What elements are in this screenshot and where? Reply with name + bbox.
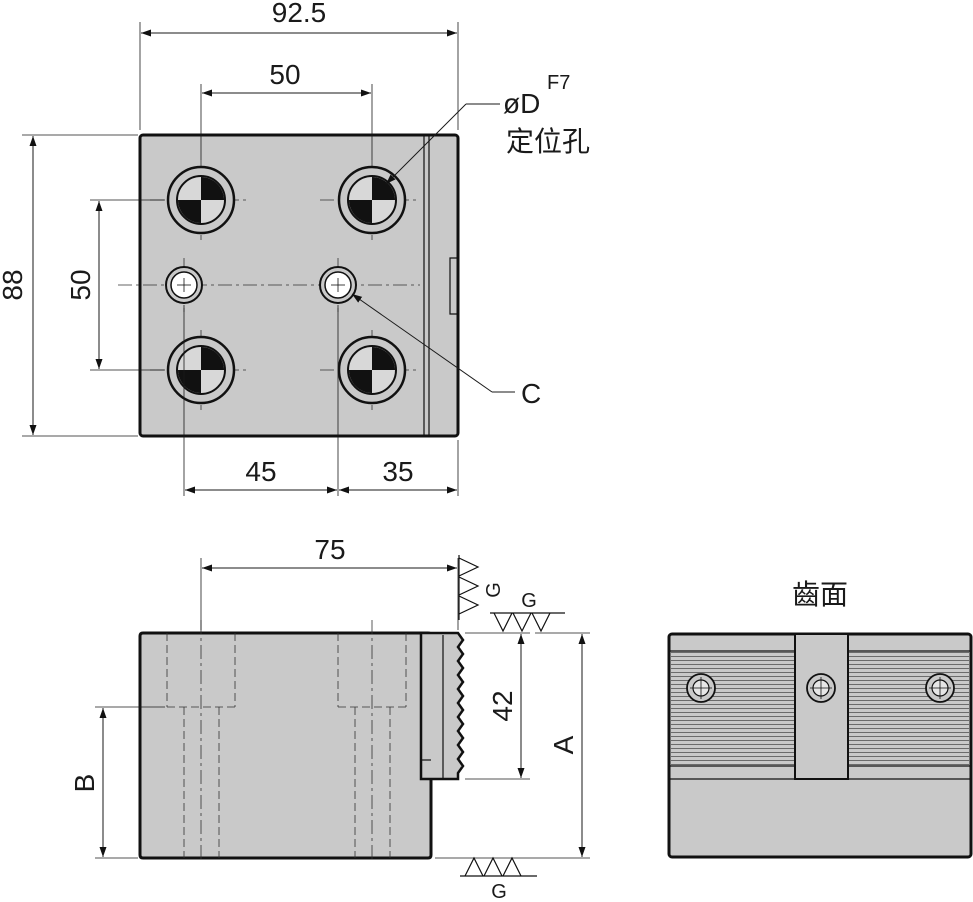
dim-right-offset: 35 [382, 456, 413, 487]
side-view: 齒面 [667, 578, 973, 859]
side-view-title: 齒面 [792, 578, 848, 611]
front-view: 75 42 A B G G [69, 534, 590, 902]
surface-finish-symbol [458, 555, 480, 620]
through-hole [319, 266, 357, 304]
locating-pin [337, 165, 407, 235]
side-view-hole [686, 673, 716, 703]
dim-overall-width: 92.5 [272, 0, 327, 28]
locating-pin [337, 335, 407, 405]
finish-label-vertical: G [483, 582, 505, 598]
dim-overall-height: 88 [0, 269, 28, 300]
dim-hole-spacing: 75 [314, 534, 345, 565]
callout-hole-symbol: øD [503, 88, 540, 119]
callout-hole-tolerance: F7 [547, 72, 570, 94]
dim-serration-height: 42 [487, 690, 518, 721]
surface-finish-symbol [460, 856, 537, 877]
side-view-hole [806, 673, 836, 703]
dim-hole-spacing-y: 50 [65, 269, 96, 300]
front-view-serrated-jaw [419, 631, 465, 781]
callout-c: C [521, 378, 541, 409]
through-hole [165, 266, 203, 304]
side-view-serration-left [671, 651, 795, 766]
dim-a: A [548, 735, 579, 754]
callout-hole-label: 定位孔 [506, 125, 590, 158]
side-view-serration-right [848, 651, 969, 766]
dim-hole-spacing-x: 50 [269, 59, 300, 90]
locating-pin [166, 335, 236, 405]
dim-left-offset: 45 [245, 456, 276, 487]
locating-pin [166, 165, 236, 235]
surface-finish-symbol [490, 612, 565, 633]
front-view-body [138, 631, 433, 860]
top-view: 92.5 50 88 50 45 35 øD F7 定位孔 C [0, 0, 590, 496]
finish-label-bottom: G [491, 881, 507, 902]
dim-b: B [69, 774, 100, 793]
top-view-notch [449, 257, 458, 315]
side-view-center-key [794, 633, 849, 780]
side-view-hole [925, 673, 955, 703]
finish-label-top: G [521, 590, 537, 612]
